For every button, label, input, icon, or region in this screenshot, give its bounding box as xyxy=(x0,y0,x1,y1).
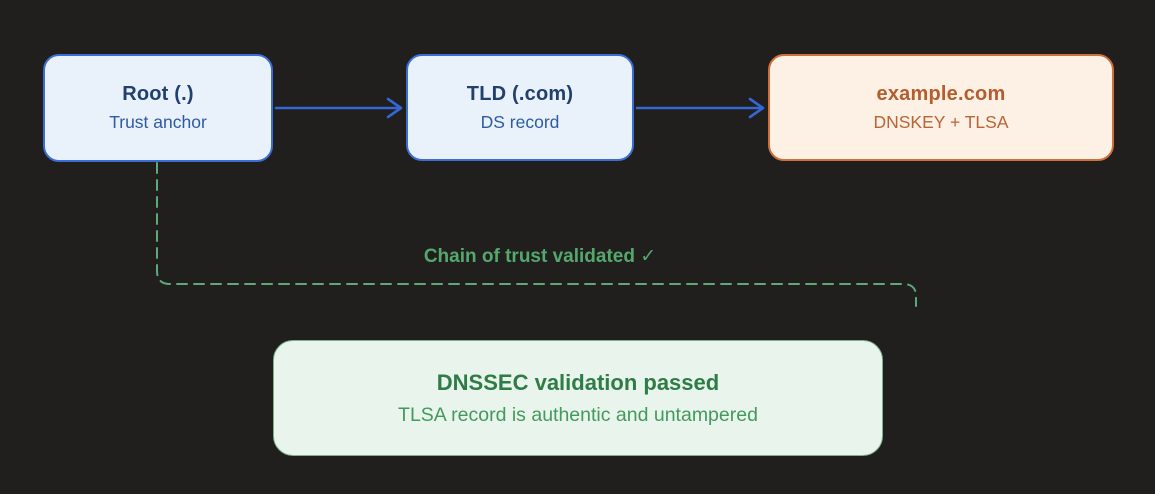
node-root: Root (.) Trust anchor xyxy=(43,54,273,162)
node-tld-subtitle: DS record xyxy=(480,111,560,132)
chain-validated-label: Chain of trust validated ✓ xyxy=(423,246,657,267)
dnssec-result-box: DNSSEC validation passed TLSA record is … xyxy=(273,340,883,456)
node-tld-title: TLD (.com) xyxy=(466,82,574,105)
node-root-title: Root (.) xyxy=(122,83,194,105)
arrow-root-to-tld xyxy=(274,97,403,119)
dnssec-result-title: DNSSEC validation passed xyxy=(436,369,720,395)
node-example-com-title: example.com xyxy=(876,82,1006,105)
chain-of-trust-connector xyxy=(156,162,917,307)
dnssec-result-subtitle: TLSA record is authentic and untampered xyxy=(398,403,758,426)
node-root-subtitle: Trust anchor xyxy=(109,112,207,132)
arrow-tld-to-example xyxy=(635,97,765,119)
node-example-com-subtitle: DNSKEY + TLSA xyxy=(873,111,1009,132)
node-tld: TLD (.com) DS record xyxy=(406,54,634,161)
node-example-com: example.com DNSKEY + TLSA xyxy=(768,54,1114,161)
